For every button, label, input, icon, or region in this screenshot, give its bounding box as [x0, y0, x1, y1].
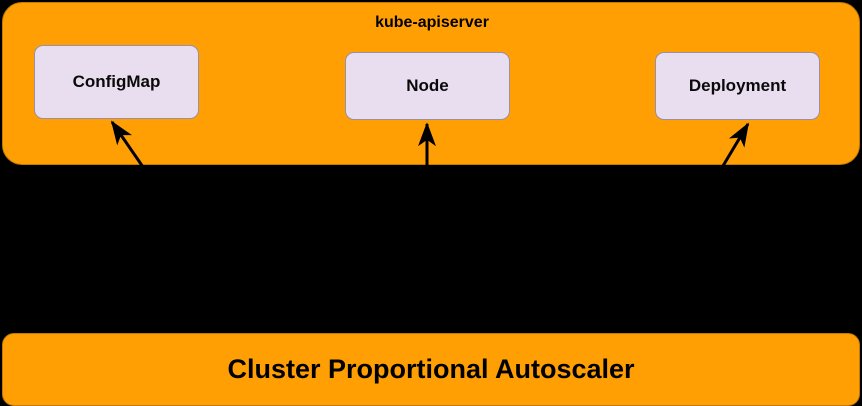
resource-label-node: Node — [406, 76, 449, 95]
resource-box-node[interactable]: Node — [345, 52, 510, 120]
cluster-proportional-autoscaler-bar: Cluster Proportional Autoscaler — [2, 333, 860, 406]
resource-box-deployment[interactable]: Deployment — [655, 52, 820, 120]
kube-apiserver-title: kube-apiserver — [375, 14, 489, 31]
resource-box-configmap[interactable]: ConfigMap — [34, 45, 199, 119]
resource-label-configmap: ConfigMap — [72, 72, 161, 91]
resource-label-deployment: Deployment — [688, 76, 787, 95]
cluster-proportional-autoscaler-label: Cluster Proportional Autoscaler — [227, 354, 635, 384]
